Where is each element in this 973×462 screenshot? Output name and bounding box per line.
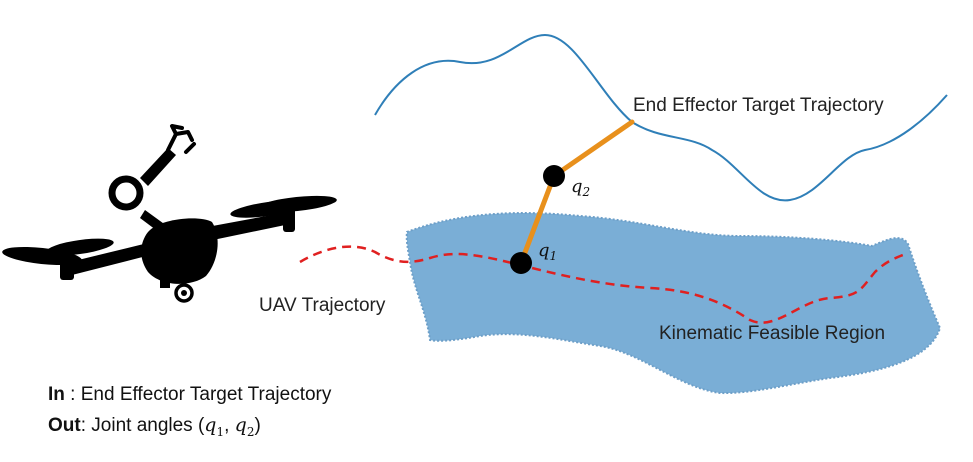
- uav-trajectory-label: UAV Trajectory: [259, 295, 386, 316]
- feasible-region: [405, 212, 942, 395]
- joint-q2: [543, 165, 565, 187]
- drone-icon: [2, 124, 337, 303]
- input-description: In : End Effector Target Trajectory: [48, 384, 331, 406]
- out-q2: q: [234, 414, 247, 436]
- joint-q1-label: q1: [538, 240, 557, 263]
- out-comma: ,: [224, 415, 235, 436]
- target-trajectory-curve: [374, 33, 948, 202]
- joint-q1: [510, 252, 532, 274]
- out-label: Out: [48, 415, 81, 436]
- target-trajectory-label: End Effector Target Trajectory: [633, 95, 884, 116]
- arm-link-2: [551, 119, 635, 179]
- out-separator: :: [80, 415, 92, 436]
- gripper-icon: [166, 124, 196, 154]
- in-separator: :: [64, 384, 81, 405]
- output-description: Out: Joint angles (q1, q2): [48, 414, 261, 439]
- out-prefix: Joint angles (: [91, 415, 205, 436]
- out-q2-sub: 2: [246, 424, 255, 439]
- out-suffix: ): [254, 415, 261, 436]
- feasible-region-label: Kinematic Feasible Region: [659, 323, 885, 344]
- out-q1: q: [204, 414, 217, 436]
- in-label: In: [48, 384, 65, 405]
- joint-q2-label: q2: [571, 176, 590, 199]
- arm-link-1: [518, 173, 557, 266]
- uav-trajectory-curve: [299, 245, 904, 324]
- in-value: End Effector Target Trajectory: [80, 384, 332, 405]
- out-q1-sub: 1: [216, 424, 225, 439]
